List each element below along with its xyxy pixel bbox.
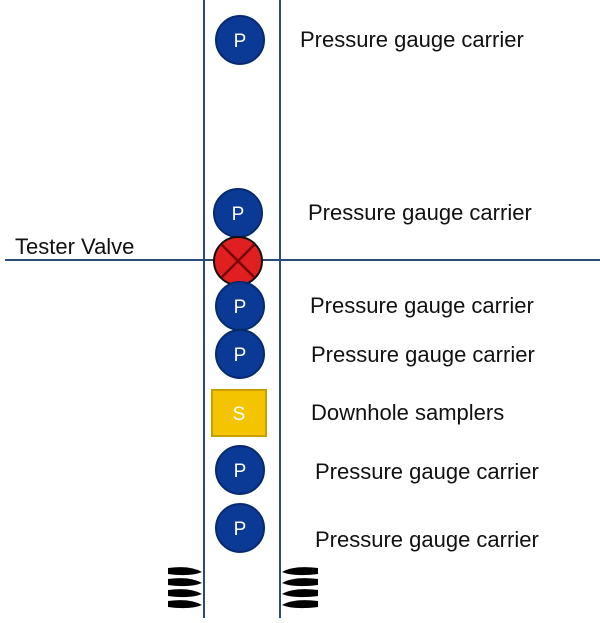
packer-right xyxy=(282,567,318,609)
tool-label-sampler: Downhole samplers xyxy=(311,400,505,425)
gauge-icon xyxy=(215,445,265,495)
gauge-carrier-1: P xyxy=(215,15,265,65)
packer-left xyxy=(168,567,202,609)
packer-element xyxy=(282,578,318,587)
gauge-symbol: P xyxy=(234,519,247,540)
gauge-icon xyxy=(215,503,265,553)
gauge-carrier-3: P xyxy=(215,281,265,331)
tool-label-gauge-4: Pressure gauge carrier xyxy=(311,342,535,367)
gauge-symbol: P xyxy=(234,31,247,52)
gauge-carrier-5: P xyxy=(215,445,265,495)
sampler-icon xyxy=(211,389,267,437)
tool-label-gauge-1: Pressure gauge carrier xyxy=(300,27,524,52)
tester-valve-label: Tester Valve xyxy=(15,234,135,259)
gauge-carrier-2: P xyxy=(213,188,263,238)
tool-label-gauge-5: Pressure gauge carrier xyxy=(315,459,539,484)
packer-element xyxy=(168,567,202,576)
packer-element xyxy=(282,600,318,609)
tool-label-gauge-3: Pressure gauge carrier xyxy=(310,293,534,318)
gauge-symbol: P xyxy=(232,204,245,225)
gauge-symbol: P xyxy=(234,297,247,318)
tester-valve xyxy=(213,236,263,286)
downhole-sampler: S xyxy=(211,389,267,437)
packer-element xyxy=(168,600,202,609)
packer-element xyxy=(282,589,318,598)
sampler-symbol: S xyxy=(233,404,246,425)
gauge-symbol: P xyxy=(234,345,247,366)
gauge-carrier-4: P xyxy=(215,329,265,379)
tool-label-gauge-2: Pressure gauge carrier xyxy=(308,200,532,225)
gauge-carrier-6: P xyxy=(215,503,265,553)
gauge-symbol: P xyxy=(234,461,247,482)
gauge-icon xyxy=(215,15,265,65)
packer-element xyxy=(168,578,202,587)
tool-label-gauge-6: Pressure gauge carrier xyxy=(315,527,539,552)
packer-element xyxy=(282,567,318,576)
gauge-icon xyxy=(215,329,265,379)
packer-element xyxy=(168,589,202,598)
valve-cross-2 xyxy=(221,244,255,278)
